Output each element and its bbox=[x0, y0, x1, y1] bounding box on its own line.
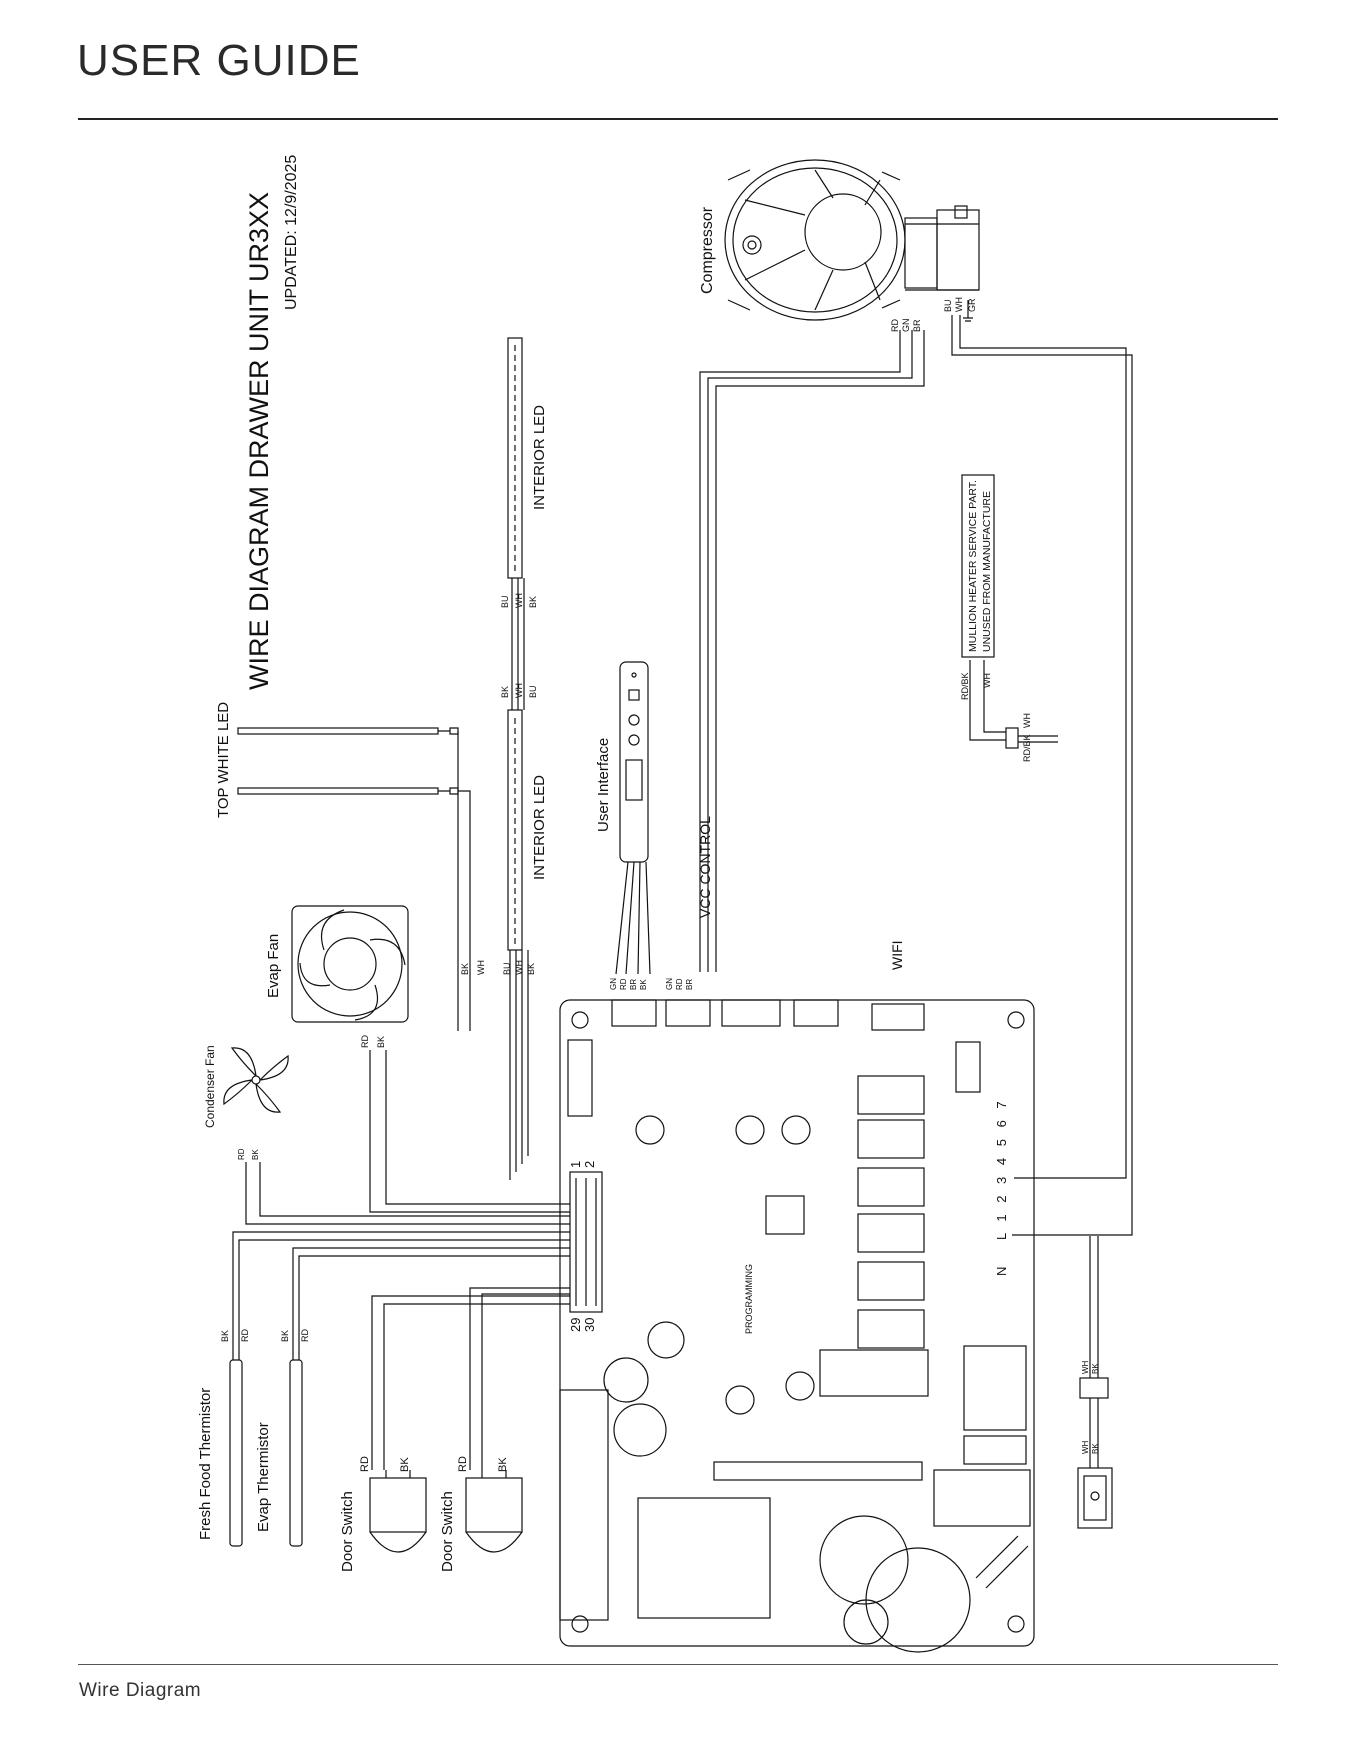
wire-label: WH bbox=[1081, 1360, 1090, 1374]
wire-label: BU bbox=[528, 685, 538, 698]
interior-led-strips bbox=[507, 337, 523, 951]
wire-label: BK bbox=[1091, 1443, 1100, 1454]
wire-label: GR bbox=[967, 298, 977, 312]
wire-label: RD bbox=[240, 1329, 250, 1342]
interior-led-label-bottom: INTERIOR LED bbox=[531, 775, 548, 880]
wire-label: WH bbox=[1081, 1440, 1090, 1454]
top-white-led-strips bbox=[237, 727, 459, 795]
wire-label: BK bbox=[528, 596, 538, 608]
wire-label: WH bbox=[514, 593, 524, 608]
wire-label: RD/BK bbox=[1022, 734, 1032, 762]
wire-label: GN bbox=[901, 319, 911, 333]
diagram-updated: UPDATED: 12/9/2025 bbox=[283, 155, 300, 310]
wire-label: WH bbox=[982, 673, 992, 688]
wire-label: BU bbox=[502, 962, 512, 975]
page-header-title: USER GUIDE bbox=[77, 36, 361, 85]
wire-label: BK bbox=[497, 1457, 509, 1472]
wire-label: WH bbox=[954, 297, 964, 312]
wire-label: WH bbox=[514, 683, 524, 698]
wire-label: BK bbox=[526, 963, 536, 975]
wire-label: RD bbox=[300, 1329, 310, 1342]
mullion-note-line2: UNUSED FROM MANUFACTURE bbox=[981, 491, 993, 652]
relay-pin-labels: L 1 2 3 4 5 6 7 bbox=[994, 1097, 1009, 1240]
header-divider bbox=[78, 118, 1278, 120]
wire-label: WH bbox=[1022, 713, 1032, 728]
wire-label: BK bbox=[251, 1149, 260, 1160]
door-switch-label-a: Door Switch bbox=[339, 1491, 356, 1572]
programming-label: PROGRAMMING bbox=[744, 1264, 754, 1334]
wire-label: BU bbox=[500, 595, 510, 608]
wire-label: RD bbox=[890, 319, 900, 332]
wire-label: GN bbox=[665, 978, 674, 990]
top-white-led-label: TOP WHITE LED bbox=[215, 702, 232, 818]
evap-thermistor-label: Evap Thermistor bbox=[255, 1422, 272, 1532]
interior-led-label-top: INTERIOR LED bbox=[531, 405, 548, 510]
control-board bbox=[559, 999, 1035, 1653]
footer-text: Wire Diagram bbox=[79, 1680, 202, 1701]
wire-label: BR bbox=[912, 319, 922, 332]
power-cord-drawing bbox=[1077, 1236, 1113, 1529]
mullion-note-line1: MULLION HEATER SERVICE PART. bbox=[967, 480, 979, 652]
condenser-fan-drawing bbox=[223, 1047, 289, 1113]
evap-fan-drawing bbox=[291, 905, 409, 1023]
compressor-label: Compressor bbox=[699, 206, 716, 294]
wire-label: RD bbox=[359, 1456, 371, 1472]
wire-label: BK bbox=[500, 686, 510, 698]
wire-label: BK bbox=[1091, 1363, 1100, 1374]
wire-label: BK bbox=[280, 1330, 290, 1342]
wire-label: BK bbox=[399, 1457, 411, 1472]
wire-label: WH bbox=[476, 960, 486, 975]
pin-label-2: 2 bbox=[582, 1161, 597, 1168]
evap-fan-label: Evap Fan bbox=[265, 934, 282, 998]
vcc-control-label: VCC CONTROL bbox=[697, 816, 713, 918]
wire-label: BK bbox=[376, 1036, 386, 1048]
door-switch-drawings bbox=[369, 1470, 523, 1553]
condenser-fan-label: Condenser Fan bbox=[203, 1045, 217, 1128]
wire-label: RD bbox=[237, 1148, 246, 1160]
wire-label: RD bbox=[675, 978, 684, 990]
wire-label: BK bbox=[460, 963, 470, 975]
thermistor-drawings bbox=[229, 1359, 303, 1547]
mullion-note-box bbox=[961, 474, 995, 658]
wire-label: BR bbox=[685, 979, 694, 990]
wifi-label: WIFI bbox=[889, 940, 905, 970]
wire-label: RD bbox=[360, 1035, 370, 1048]
footer-divider bbox=[78, 1664, 1278, 1665]
wire-label: RD bbox=[619, 978, 628, 990]
fresh-food-thermistor-label: Fresh Food Thermistor bbox=[197, 1388, 214, 1540]
user-interface-label: User Interface bbox=[595, 738, 612, 832]
pin-label-29: 29 bbox=[568, 1318, 583, 1332]
wire-label: GN bbox=[609, 978, 618, 990]
pin-label-30: 30 bbox=[582, 1318, 597, 1332]
wire-label: BR bbox=[629, 979, 638, 990]
wire-label: BK bbox=[220, 1330, 230, 1342]
wire-label: BU bbox=[943, 299, 953, 312]
wire-label: BK bbox=[639, 979, 648, 990]
pin-label-1: 1 bbox=[568, 1161, 583, 1168]
door-switch-label-b: Door Switch bbox=[439, 1491, 456, 1572]
user-interface-panel bbox=[619, 661, 649, 863]
wire-label: RD bbox=[457, 1456, 469, 1472]
relay-n-label: N bbox=[994, 1267, 1009, 1276]
diagram-title: WIRE DIAGRAM DRAWER UNIT UR3XX bbox=[244, 192, 274, 690]
wire-label: RD/BK bbox=[960, 672, 970, 700]
compressor-drawing bbox=[724, 159, 980, 321]
wire-label: WH bbox=[514, 960, 524, 975]
